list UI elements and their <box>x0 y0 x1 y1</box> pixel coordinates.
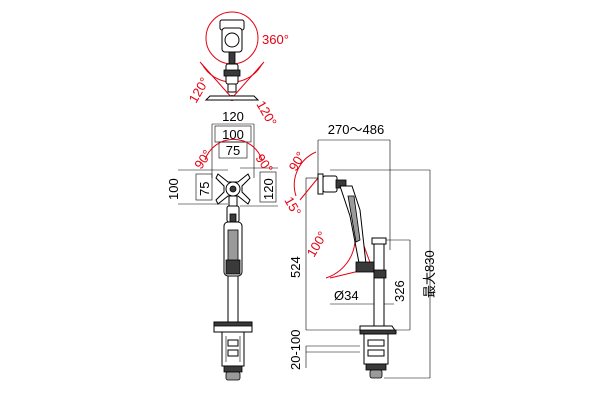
label-height-524: 524 <box>288 256 303 278</box>
label-vesa-120-h: 120 <box>261 178 276 200</box>
label-pole-diameter: Ø34 <box>334 288 359 303</box>
side-monitor-head <box>317 173 347 195</box>
side-clamp <box>359 325 397 379</box>
label-arm-swing: 100° <box>304 229 330 260</box>
label-vesa-120-w: 120 <box>222 109 244 124</box>
label-clamp-range: 20-100 <box>288 330 303 370</box>
vesa-120-h-box <box>259 171 277 203</box>
label-swing-left: 120° <box>186 75 212 106</box>
side-arm <box>339 185 377 273</box>
label-vesa-75-h: 75 <box>197 182 212 196</box>
side-pole <box>373 241 385 327</box>
top-view: 360° 120° 120° <box>186 11 289 129</box>
label-max-height: 最大830 <box>422 250 437 298</box>
top-monitor-head <box>204 19 260 101</box>
label-tilt-left-90: 90° <box>191 147 215 172</box>
side-view: 270～486 最大830 524 326 20-100 Ø34 90° 15° <box>281 122 437 379</box>
vesa-75-box <box>218 141 248 159</box>
front-vesa-plate <box>215 173 251 205</box>
label-vesa-75-w: 75 <box>226 143 240 158</box>
front-arm <box>213 195 253 381</box>
front-view: 120 100 75 100 75 120 90° 90° <box>166 109 278 381</box>
front-pole <box>227 275 239 323</box>
vesa-75-h-box <box>195 173 213 201</box>
label-height-326: 326 <box>392 280 407 302</box>
front-tilt-arc <box>204 138 263 161</box>
label-reach: 270～486 <box>328 122 384 137</box>
label-vesa-100-h: 100 <box>166 178 181 200</box>
label-360: 360° <box>262 32 289 47</box>
label-vesa-100-w: 100 <box>222 127 244 142</box>
side-tilt-arc <box>293 151 317 197</box>
label-tilt-up: 90° <box>286 149 309 174</box>
label-swing-right: 120° <box>253 98 279 129</box>
arm-swing-arc <box>325 221 356 279</box>
label-tilt-down: 15° <box>281 194 304 219</box>
